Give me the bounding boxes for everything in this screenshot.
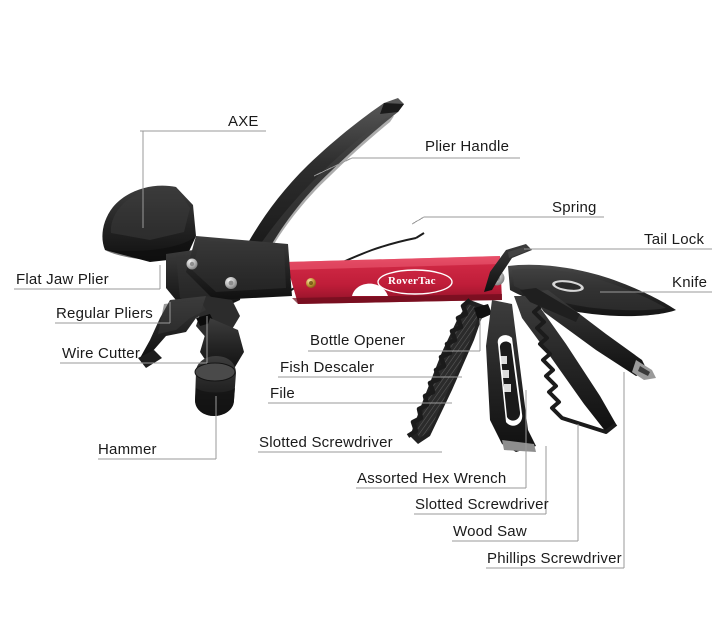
hammer-head bbox=[194, 318, 244, 416]
leader-bottle-opener bbox=[308, 318, 481, 352]
leader-flat-jaw-plier bbox=[14, 265, 161, 290]
leader-slotted-screwdriver-2 bbox=[414, 446, 547, 515]
wood-saw-blade bbox=[514, 294, 618, 434]
leader-phillips-screwdriver bbox=[486, 372, 625, 569]
secondary-blade bbox=[520, 288, 580, 322]
brand-wordmark: RoverTac bbox=[388, 275, 436, 287]
callout-label-fish-descaler: Fish Descaler bbox=[280, 359, 375, 376]
callout-label-wire-cutter: Wire Cutter bbox=[62, 345, 141, 362]
frame-plates bbox=[186, 236, 292, 300]
callout-label-assorted-hex-wrench: Assorted Hex Wrench bbox=[357, 470, 507, 487]
callout-label-regular-pliers: Regular Pliers bbox=[56, 305, 154, 322]
leader-regular-pliers bbox=[55, 302, 171, 324]
callout-label-phillips-screwdriver: Phillips Screwdriver bbox=[487, 550, 622, 567]
callout-label-wood-saw: Wood Saw bbox=[453, 523, 527, 540]
callout-label-flat-jaw-plier: Flat Jaw Plier bbox=[16, 271, 109, 288]
callout-label-axe: AXE bbox=[228, 113, 259, 130]
file-descaler-blade bbox=[406, 298, 492, 444]
leader-axe bbox=[140, 130, 266, 228]
callout-label-spring: Spring bbox=[552, 199, 597, 216]
leader-hammer bbox=[98, 396, 217, 460]
tail-lock-lever bbox=[484, 244, 532, 292]
leader-wood-saw bbox=[452, 424, 579, 542]
leader-spring bbox=[411, 216, 604, 225]
callout-label-file: File bbox=[270, 385, 295, 402]
callout-label-knife: Knife bbox=[672, 274, 708, 291]
hex-wrench-plate bbox=[486, 300, 536, 452]
callout-label-slotted-screwdriver-2: Slotted Screwdriver bbox=[415, 496, 549, 513]
folding-tools-fan bbox=[406, 288, 656, 452]
callout-label-bottle-opener: Bottle Opener bbox=[310, 332, 406, 349]
leader-wire-cutter bbox=[60, 316, 208, 364]
callout-label-plier-handle: Plier Handle bbox=[425, 138, 510, 155]
leader-assorted-hex-wrench bbox=[356, 390, 527, 489]
callout-label-tail-lock: Tail Lock bbox=[644, 231, 705, 248]
callout-label-slotted-screwdriver-1: Slotted Screwdriver bbox=[259, 434, 393, 451]
callout-label-hammer: Hammer bbox=[98, 441, 157, 458]
leader-plier-handle bbox=[313, 157, 520, 177]
